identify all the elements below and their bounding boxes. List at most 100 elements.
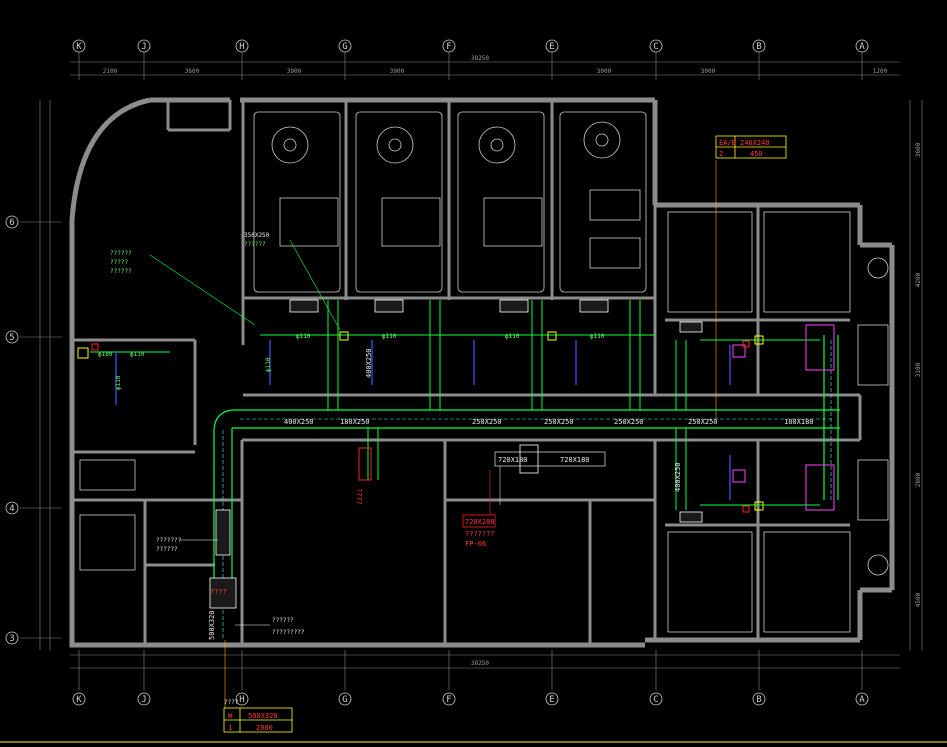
red-markers xyxy=(91,340,750,513)
dimension-texts-top: 2100 3600 3900 3900 3900 3900 1200 xyxy=(103,68,888,75)
note-text: ?????? xyxy=(110,268,132,275)
note-text: 350X250 xyxy=(244,232,270,239)
table-cell: W xyxy=(228,712,233,720)
dim-text: 3100 xyxy=(915,362,922,377)
axis-label-top: B xyxy=(756,42,761,52)
dim-text: 3900 xyxy=(701,68,716,75)
axis-label-top: G xyxy=(342,42,347,52)
table-cell: 2 xyxy=(719,150,723,158)
spec-table-top: EA/B 240X240 2 450 xyxy=(715,135,787,159)
duct-label: 500X320 xyxy=(208,610,216,640)
axis-label-bottom: H xyxy=(239,695,244,705)
dim-text: 3600 xyxy=(915,142,922,157)
duct-label: 400X250 xyxy=(284,418,314,426)
main-duct xyxy=(213,335,840,580)
duct-labels: 400X250 180X250 250X250 250X250 250X250 … xyxy=(98,333,814,640)
red-box xyxy=(462,514,496,528)
note-text: ??????? xyxy=(465,530,495,538)
axis-label-bottom: J xyxy=(141,695,146,705)
note-text: ?????? xyxy=(110,250,132,257)
table-cell: 2000 xyxy=(256,724,273,732)
pipe-tag: ф180 xyxy=(98,351,113,358)
axis-label-top: F xyxy=(446,42,451,52)
note-text: ?????? xyxy=(156,546,178,553)
note-text: ????????? xyxy=(272,629,305,636)
axis-label-left: 4 xyxy=(9,504,14,514)
axis-label-bottom: F xyxy=(446,695,451,705)
duct-label: 250X250 xyxy=(614,418,644,426)
pipe-tag: ф110 xyxy=(505,333,520,340)
axis-label-bottom: K xyxy=(76,695,82,705)
right-room-fixtures xyxy=(79,211,889,633)
dim-text: 3900 xyxy=(597,68,612,75)
axis-label-bottom: C xyxy=(653,695,658,705)
axis-label-bottom: E xyxy=(549,695,554,705)
dim-text: 3900 xyxy=(287,68,302,75)
axis-label-top: K xyxy=(76,42,82,52)
annotations: 350X250 ?????? ?????? ????? ?????? ???? … xyxy=(110,160,717,710)
table-cell: 450 xyxy=(750,150,763,158)
note-text: 720X200 xyxy=(465,518,495,526)
axis-label-bottom: A xyxy=(859,695,865,705)
axis-labels-top: K J H G F E C B A xyxy=(76,42,865,52)
note-text: ?????? xyxy=(272,617,294,624)
axis-bubbles-bottom xyxy=(72,692,869,706)
duct-label: 250X250 xyxy=(688,418,718,426)
pipe-tag: ф110 xyxy=(130,351,145,358)
note-text: ???? xyxy=(210,588,227,596)
axis-label-bottom: G xyxy=(342,695,347,705)
dim-text: 4500 xyxy=(915,592,922,607)
axis-labels-bottom: K J H G F E C B A xyxy=(76,695,865,705)
dim-text: 1200 xyxy=(873,68,888,75)
duct-centerline xyxy=(222,340,832,640)
duct-label: 180X250 xyxy=(340,418,370,426)
pipe-tag: ф110 xyxy=(382,333,397,340)
pipe-tag: ф110 xyxy=(115,375,122,390)
pipe-tag: ф110 xyxy=(265,357,272,372)
axis-bubbles-left xyxy=(5,215,19,645)
axis-bubbles-top xyxy=(72,39,869,53)
duct-label: 720X180 xyxy=(498,456,528,464)
duct-label: 250X250 xyxy=(472,418,502,426)
overall-dimension-top: 38250 xyxy=(471,55,489,62)
pipe-tag: ф110 xyxy=(590,333,605,340)
duct-label: 180X180 xyxy=(784,418,814,426)
dimension-texts-right: 3600 4200 3100 2800 4500 xyxy=(915,142,922,607)
axis-label-top: E xyxy=(549,42,554,52)
dim-text: 4200 xyxy=(915,272,922,287)
axis-ticks xyxy=(20,52,863,690)
note-text: ??????? xyxy=(156,537,182,544)
duct-label: 400X250 xyxy=(365,348,373,378)
note-text: ???? xyxy=(355,488,363,505)
duct-label: 720X180 xyxy=(560,456,590,464)
yellow-dampers xyxy=(77,331,764,511)
magenta-units xyxy=(732,324,835,511)
note-text: FP-06 xyxy=(465,540,486,548)
dimension-lines xyxy=(39,61,923,669)
table-cell: 240X240 xyxy=(740,139,770,147)
duct-label: 250X250 xyxy=(544,418,574,426)
top-room-fixtures xyxy=(253,111,647,293)
axis-label-bottom: B xyxy=(756,695,761,705)
branch-ducts xyxy=(90,300,820,510)
dim-text: 2800 xyxy=(915,472,922,487)
dim-text: 2100 xyxy=(103,68,118,75)
grilles xyxy=(209,299,703,609)
axis-label-top: J xyxy=(141,42,146,52)
blue-pipes xyxy=(115,340,731,500)
table-cell: 1 xyxy=(228,724,232,732)
table-header: ???? xyxy=(224,699,239,706)
axis-label-top: C xyxy=(653,42,658,52)
note-text: ????? xyxy=(110,259,128,266)
pipe-tag: ф110 xyxy=(296,333,311,340)
axis-label-left: 3 xyxy=(9,634,14,644)
axis-label-left: 5 xyxy=(9,333,14,343)
note-text: ?????? xyxy=(244,241,266,248)
axis-label-left: 6 xyxy=(9,218,14,228)
table-cell: 500X320 xyxy=(248,712,278,720)
table-cell: EA/B xyxy=(719,139,736,147)
air-unit xyxy=(494,444,606,505)
axis-label-top: A xyxy=(859,42,865,52)
spec-table-bottom: ???? W 500X320 1 2000 xyxy=(223,699,293,733)
